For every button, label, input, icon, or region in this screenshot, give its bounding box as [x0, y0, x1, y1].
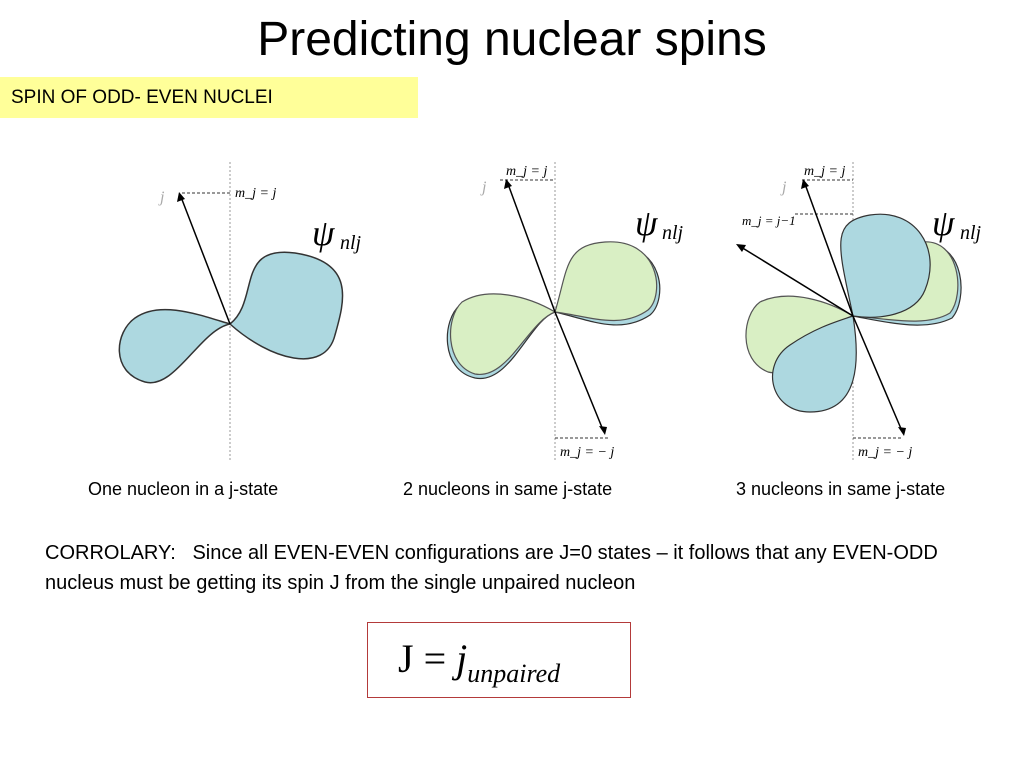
spin-formula: J = junpaired — [367, 622, 631, 698]
spin-arrow-down-head — [898, 427, 906, 436]
caption-one-nucleon: One nucleon in a j-state — [88, 479, 279, 499]
psi-symbol: ψ — [312, 213, 335, 253]
mj-top-label: m_j = j — [235, 186, 276, 201]
formula-equals: = — [423, 636, 447, 681]
diagram-three-nucleons: j m_j = j m_j = j−1 m_j = − j ψ nlj — [736, 162, 982, 460]
spin-arrow-head — [177, 192, 185, 202]
spin-arrow-up — [507, 183, 556, 313]
mj-mid-label: m_j = j−1 — [742, 213, 796, 228]
section-banner: SPIN OF ODD- EVEN NUCLEI — [0, 77, 418, 118]
psi-symbol: ψ — [635, 203, 658, 243]
corollary-text: CORROLARY: Since all EVEN-EVEN configura… — [45, 542, 944, 594]
orbital-lobe-lower — [118, 308, 231, 384]
arrow-tip-label: j — [780, 179, 787, 196]
formula-j: j — [456, 636, 468, 681]
spin-arrow-down — [852, 315, 903, 432]
diagram-one-nucleon: j m_j = j ψ nlj — [118, 162, 362, 460]
arrow-tip-label: j — [480, 179, 487, 196]
spin-arrow-down — [554, 311, 604, 431]
orbital-lobe-top-blue — [840, 213, 931, 318]
diagram-two-nucleons: j m_j = j m_j = − j ψ nlj — [446, 162, 684, 460]
orbital-lobe-upper-green — [554, 241, 658, 322]
psi-symbol: ψ — [932, 203, 955, 243]
caption-three-nucleons: 3 nucleons in same j-state — [736, 479, 946, 499]
mj-bottom-label: m_j = − j — [858, 445, 912, 460]
formula-lhs: J — [398, 636, 414, 681]
spin-arrow-mid-head — [736, 244, 746, 252]
caption-two-nucleons: 2 nucleons in same j-state — [403, 479, 613, 499]
slide-title: Predicting nuclear spins — [257, 13, 767, 66]
spin-arrow — [180, 196, 231, 325]
spin-arrow-down-head — [599, 426, 607, 435]
mj-top-label: m_j = j — [506, 164, 547, 179]
orbital-lobe-bottom-blue — [772, 315, 857, 413]
spin-arrow-mid — [740, 246, 854, 317]
arrow-tip-label: j — [158, 189, 165, 206]
spin-arrow-up-head — [801, 179, 809, 189]
spin-arrow-up-head — [504, 179, 512, 189]
psi-subscript: nlj — [340, 232, 362, 254]
mj-bottom-label: m_j = − j — [560, 445, 614, 460]
formula-subscript: unpaired — [467, 659, 561, 688]
mj-top-label: m_j = j — [804, 164, 845, 179]
orbital-lobe-lower-green — [449, 293, 557, 375]
psi-subscript: nlj — [662, 222, 684, 244]
orbital-lobe-upper — [228, 251, 344, 360]
psi-subscript: nlj — [960, 222, 982, 244]
spin-arrow-up — [804, 183, 854, 317]
